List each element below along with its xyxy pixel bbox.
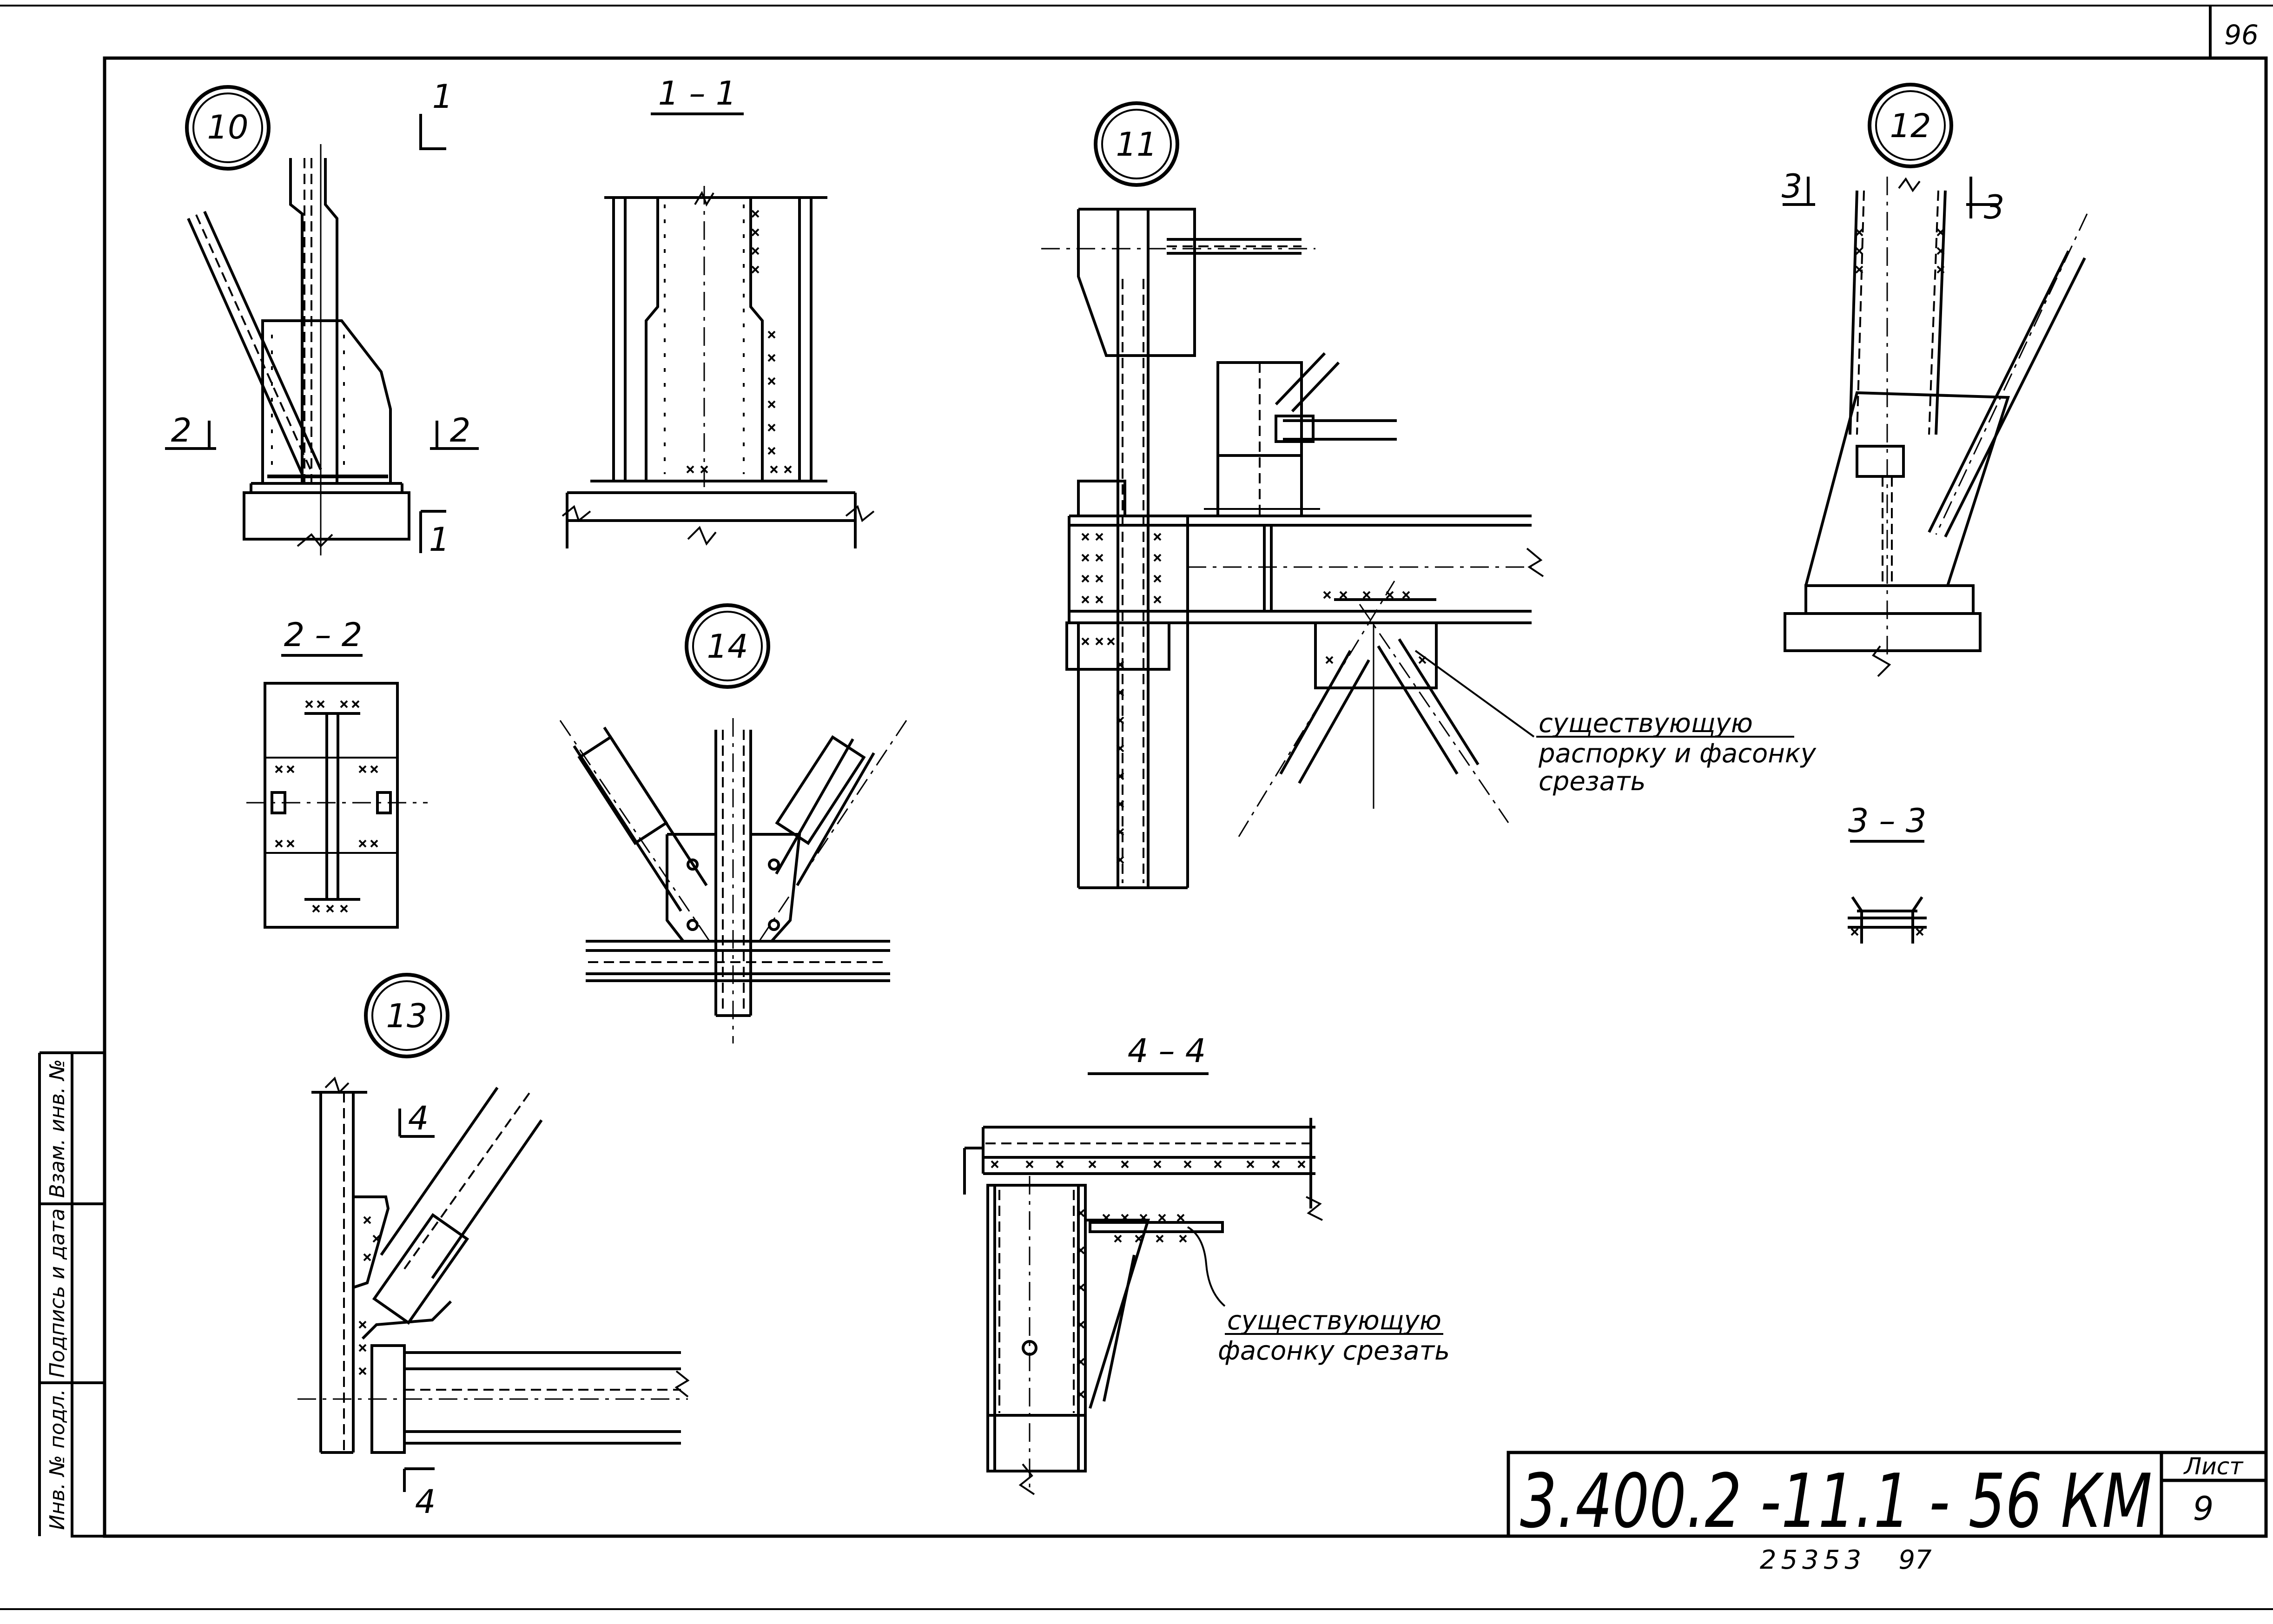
note-44-line2: фасонку срезать [1218,1336,1450,1366]
section-4-4-drawing [963,1118,1443,1495]
section-4-4-title: 4 – 4 [1088,1032,1209,1075]
section-1-1-title: 1 – 1 [651,74,744,115]
section-2-2-label: 2 – 2 [284,616,363,654]
archive-suffix: 97 [1898,1545,1932,1575]
section-2-2-title: 2 – 2 [281,616,363,657]
sheet-number: 9 [2193,1490,2214,1528]
node-10-drawing [165,114,479,555]
node-11-drawing [1041,208,1794,889]
node-12-label: 12 [1890,107,1931,145]
cut-4-top-label: 4 [408,1099,429,1137]
node-14-label: 14 [707,627,748,666]
section-1-1-label: 1 – 1 [658,74,737,112]
note-44-line1: существующую [1227,1306,1441,1336]
section-1-1-drawing [562,186,875,548]
section-3-3-label: 3 – 3 [1848,802,1927,840]
node-12-marker: 12 [1868,83,1953,168]
side-stamp [38,1051,106,1538]
node-10-label: 10 [207,108,248,146]
node-14-drawing [559,718,907,1043]
cut-3-right-label: 3 [1984,188,2005,226]
sheet-label: Лист [2183,1453,2244,1480]
section-4-4-label: 4 – 4 [1128,1032,1206,1070]
cut-2-left-label: 2 [171,411,192,449]
node-13-marker: 13 [364,973,449,1058]
node-11-marker: 11 [1094,101,1179,187]
node-12-bolts [1855,228,1945,274]
node-14-marker: 14 [685,603,770,689]
title-block [1507,1451,2266,1536]
cut-1-top-label: 1 [432,78,453,116]
note-11-line1: существующую [1539,708,1753,739]
node-13-label: 13 [386,997,427,1035]
node-10-marker: 10 [185,85,271,171]
cut-1-bottom-label: 1 [429,521,450,559]
section-1-1-bolts [664,205,792,474]
section-4-4-note: существующую фасонку срезать [1218,1306,1450,1366]
cut-2-right-label: 2 [450,411,471,449]
archive-number: 25353 [1760,1545,1866,1575]
node-10-weld-marks [267,335,388,478]
node-13-drawing [297,1076,690,1492]
note-11-line2: распорку и фасонку [1538,739,1817,769]
stamp-inv-no-podl: Инв. № подл. [46,1389,69,1530]
sheet-corner-number: 96 [2224,19,2259,51]
drawing-designation: 3.400.2 -11.1 - 56 КМ [1520,1458,2152,1545]
node-11-label: 11 [1116,125,1157,164]
node-11-note: существующую распорку и фасонку срезать [1538,708,1817,797]
cut-4-bottom-label: 4 [415,1483,436,1521]
note-11-line3: срезать [1539,766,1646,797]
stamp-podpis-data: Подпись и дата [46,1208,69,1378]
section-3-3-title: 3 – 3 [1848,802,1927,843]
stamp-vzam-inv: Взам. инв. № [46,1059,69,1198]
drawing-frame [0,5,2273,1610]
section-3-3-drawing [1848,896,1927,944]
section-2-2-drawing [246,682,428,929]
cut-3-left-label: 3 [1782,167,1803,205]
node-12-drawing [1783,177,2088,677]
